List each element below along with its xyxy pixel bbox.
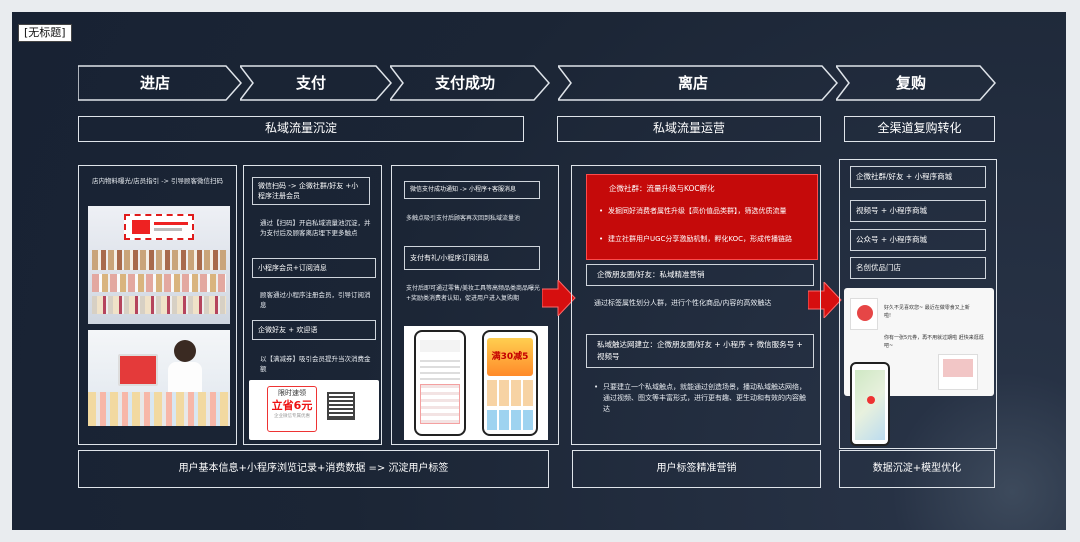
chevron-shape — [240, 65, 392, 101]
stage-label: 进店 — [139, 74, 170, 92]
stage-pay-success: 支付成功 — [390, 65, 550, 101]
chevron-shape — [836, 65, 996, 101]
stage-leave: 离店 — [558, 65, 838, 101]
coupon-sub-text: 企业微信专属优惠 — [274, 414, 310, 419]
community-bullet-1: •发掘同好消费者属性升级【高价值品类群】，筛选优质流量 — [599, 205, 809, 217]
coupon-ticket: 限时速领 立省6元 企业微信专属优惠 — [267, 386, 317, 432]
stage-label: 支付 — [295, 74, 326, 92]
wecom-friend-box: 企微好友 + 欢迎语 — [252, 320, 376, 340]
phone-promo-banner: 满30减5 — [487, 338, 533, 376]
flow-arrow-right-icon — [542, 280, 576, 316]
section-private-settle: 私域流量沉淀 — [78, 116, 524, 142]
mascot-avatar — [850, 298, 878, 330]
column-pay-success: 微信支付成功通知 -> 小程序+客服消息 多触点吸引支付后顾客再次回到私域流量池… — [391, 165, 559, 445]
qr-code-icon — [327, 392, 355, 420]
phone-mockups: 满30减5 — [404, 326, 548, 440]
col1-caption: 店内物料曝光/店员指引 -> 引导顾客微信扫码 — [91, 177, 224, 185]
community-bullet-1-text: 发掘同好消费者属性升级【高价值品类群】，筛选优质流量 — [608, 207, 787, 215]
section-private-ops: 私域流量运营 — [557, 116, 821, 142]
chevron-shape — [558, 65, 838, 101]
pay-notice-description: 多触点吸引支付后顾客再次回到私域流量池 — [406, 215, 521, 222]
bottom-summary-omni: 数据沉淀+模型优化 — [839, 450, 995, 488]
community-bullet-2: •建立社群用户UGC分享激励机制，孵化KOC，形成传播链路 — [599, 233, 809, 245]
stage-label: 离店 — [677, 74, 708, 92]
map-pin-icon — [867, 396, 875, 404]
stage-pay: 支付 — [240, 65, 392, 101]
coupon-promo-card: 限时速领 立省6元 企业微信专属优惠 — [249, 380, 379, 440]
store-photo-counter — [88, 206, 230, 324]
touchpoint-bullet: •只要建立一个私域触点，就能通过创造场景，播动私域触达网络，通过视频、图文等丰富… — [594, 382, 810, 415]
phone-left — [414, 330, 466, 436]
stage-repurchase: 复购 — [836, 65, 996, 101]
scan-description: 通过【扫码】开启私域流量池沉淀，并为支付后及顾客离店埋下更多触点 — [260, 219, 371, 237]
stage-enter: 进店 — [78, 65, 242, 101]
channel-item: 公众号 + 小程序商城 — [850, 229, 986, 251]
scan-wechat-box: 微信扫码 -> 企微社群/好友 +小程序注册会员 — [252, 177, 370, 205]
qr-sign-icon — [132, 220, 150, 234]
phone-right: 满30减5 — [482, 330, 538, 436]
highlight-frame — [124, 214, 194, 240]
miniapp-card — [938, 354, 978, 390]
channel-item: 名创优品门店 — [850, 257, 986, 279]
chat-screenshot: 好久不见喜欢您~ 最近在做零食又上新啦! 你有一张5元券，再不用就过期啦 赶快来… — [844, 288, 994, 396]
section-omni-repurchase: 全渠道复购转化 — [844, 116, 995, 142]
coupon-description: 以【满减券】吸引会员提升当次消费金额 — [260, 355, 371, 373]
member-description: 顾客通过小程序注册会员，引导订阅消息 — [260, 291, 371, 309]
chat-message-1: 好久不见喜欢您~ 最近在做零食又上新啦! — [884, 305, 970, 319]
stage-label: 复购 — [895, 74, 926, 92]
phone-map — [850, 362, 890, 446]
miniapp-member-box: 小程序会员+订阅消息 — [252, 258, 376, 278]
channel-item: 视频号 + 小程序商城 — [850, 200, 986, 222]
store-photo-staff — [88, 330, 230, 426]
pay-gift-box: 支付有礼/小程序订阅消息 — [404, 246, 540, 270]
pay-notice-box: 微信支付成功通知 -> 小程序+客服消息 — [404, 181, 540, 199]
column-repurchase: 企微社群/好友 + 小程序商城 视频号 + 小程序商城 公众号 + 小程序商城 … — [839, 159, 997, 449]
column-enter: 店内物料曝光/店员指引 -> 引导顾客微信扫码 — [78, 165, 237, 445]
column-leave: 企微社群：流量升级与KOC孵化 •发掘同好消费者属性升级【高价值品类群】，筛选优… — [571, 165, 821, 445]
pay-gift-description: 支付后即可通过零售/美妆工具等高频品类商品曝光+奖励类消费者认知，促进用户进入复… — [406, 285, 541, 302]
touchpoint-network-box: 私域触达网建立：企微朋友圈/好友 + 小程序 + 微信服务号 + 视频号 — [586, 334, 814, 368]
stage-label: 支付成功 — [434, 74, 495, 92]
moments-description: 通过标签属性划分人群，进行个性化商品/内容的高效触达 — [594, 299, 772, 307]
coupon-big-text: 立省6元 — [271, 399, 313, 412]
slide-canvas: [无标题] 进店 支付 支付成功 离店 复购 私域流量沉淀 私域流量运营 全渠道… — [12, 12, 1066, 530]
flow-arrow-right-icon-2 — [808, 282, 842, 318]
bottom-summary-settle: 用户基本信息+小程序浏览记录+消费数据 => 沉淀用户标签 — [78, 450, 549, 488]
staff-head — [174, 340, 196, 362]
chat-message-2: 你有一张5元券，再不用就过期啦 赶快来逛逛吧~ — [884, 335, 984, 349]
column-pay: 微信扫码 -> 企微社群/好友 +小程序注册会员 通过【扫码】开启私域流量池沉淀… — [243, 165, 382, 445]
bottom-summary-ops: 用户标签精准营销 — [572, 450, 821, 488]
wecom-community-box: 企微社群：流量升级与KOC孵化 •发掘同好消费者属性升级【高价值品类群】，筛选优… — [586, 174, 818, 260]
window-title: [无标题] — [18, 24, 72, 42]
moments-marketing-box: 企微朋友圈/好友：私域精准营销 — [586, 264, 814, 286]
channel-item: 企微社群/好友 + 小程序商城 — [850, 166, 986, 188]
pos-screen-icon — [118, 354, 158, 386]
community-title: 企微社群：流量升级与KOC孵化 — [609, 184, 715, 193]
touchpoint-bullet-text: 只要建立一个私域触点，就能通过创造场景，播动私域触达网络，通过视频、图文等丰富形… — [603, 383, 806, 413]
community-bullet-2-text: 建立社群用户UGC分享激励机制，孵化KOC，形成传播链路 — [608, 235, 793, 243]
chevron-shape — [390, 65, 550, 101]
chevron-shape — [78, 65, 242, 101]
coupon-small-text: 限时速领 — [278, 389, 306, 397]
